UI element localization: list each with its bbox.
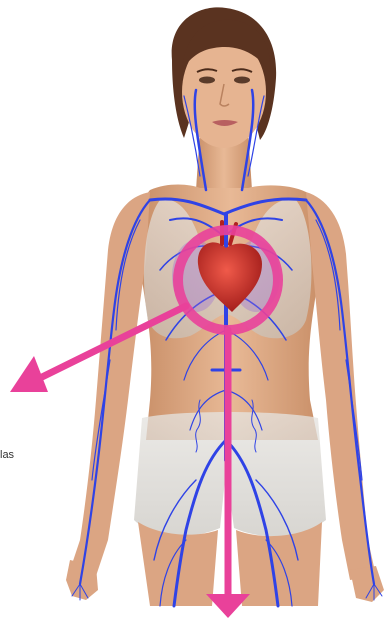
side-label-text: las [0,449,14,461]
right-eye [234,77,250,84]
left-eye [199,77,215,84]
left-leg [138,522,218,606]
